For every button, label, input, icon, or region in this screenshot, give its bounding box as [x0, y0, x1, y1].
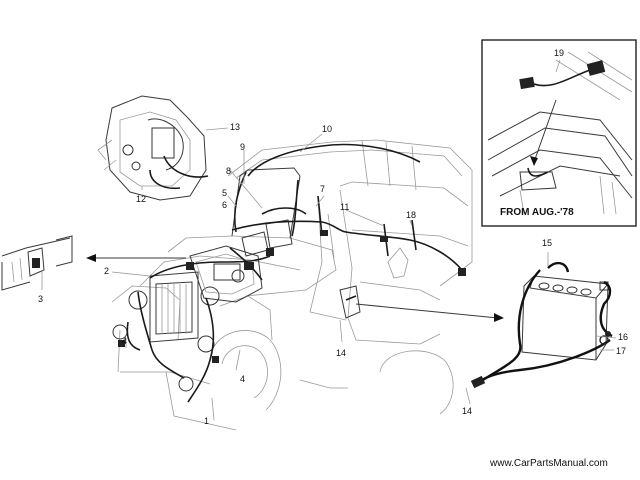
callout-2: 2 — [104, 266, 109, 276]
callout-5: 5 — [222, 188, 227, 198]
vehicle-body-outline — [111, 139, 473, 431]
website-credit: www.CarPartsManual.com — [489, 458, 608, 469]
battery-assembly — [470, 261, 613, 389]
callout-15: 15 — [542, 238, 552, 248]
callout-labels: 1 2 3 4 4 5 6 7 8 9 10 11 12 13 14 14 15… — [38, 48, 628, 426]
callout-18: 18 — [406, 210, 416, 220]
callout-16: 16 — [618, 332, 628, 342]
callout-4-left: 4 — [122, 336, 127, 346]
callout-12: 12 — [136, 194, 146, 204]
pointer-arrows — [86, 254, 504, 322]
leader-lines — [41, 59, 617, 421]
callout-11: 11 — [340, 202, 349, 212]
left-bracket-detail — [1, 235, 73, 291]
callout-14-center: 14 — [336, 348, 346, 358]
callout-9: 9 — [240, 142, 245, 152]
inset-detail — [481, 39, 637, 227]
callout-1: 1 — [204, 416, 209, 426]
callout-8: 8 — [226, 166, 231, 176]
callout-19: 19 — [554, 48, 564, 58]
callout-17: 17 — [616, 346, 626, 356]
wiring-harness — [118, 143, 466, 403]
inset-date-note: FROM AUG.-'78 — [500, 207, 574, 218]
callout-4-lower: 4 — [240, 374, 245, 384]
starter-motor-detail — [97, 95, 209, 201]
callout-14-battery: 14 — [462, 406, 472, 416]
callout-6: 6 — [222, 200, 227, 210]
callout-13: 13 — [230, 122, 240, 132]
callout-7: 7 — [320, 184, 325, 194]
callout-3: 3 — [38, 294, 43, 304]
callout-10: 10 — [322, 124, 332, 134]
